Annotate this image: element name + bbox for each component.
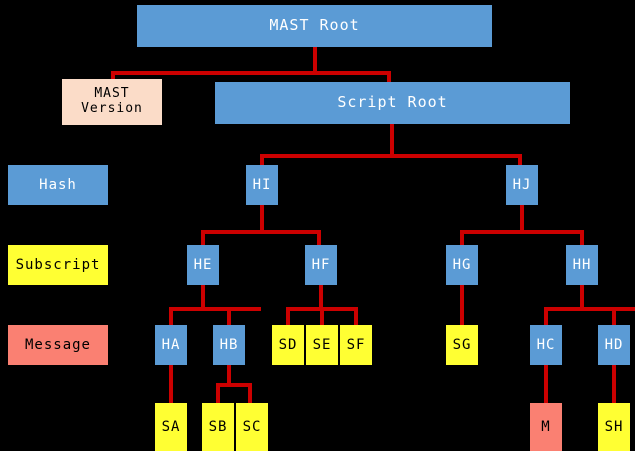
edge-e-hf-sf (354, 307, 358, 327)
edge-e-he-bus (169, 307, 261, 311)
node-label-hf: HF (311, 256, 331, 273)
node-sb[interactable]: SB (202, 403, 234, 451)
node-label-hb: HB (219, 336, 239, 353)
edge-e-hf-sd (286, 307, 290, 327)
node-he[interactable]: HE (187, 245, 219, 285)
edge-e-hb-bus (216, 383, 252, 387)
node-label-sh: SH (604, 418, 624, 435)
node-hc[interactable]: HC (530, 325, 562, 365)
node-hf[interactable]: HF (305, 245, 337, 285)
node-label-hc: HC (536, 336, 556, 353)
node-mast-root[interactable]: MAST Root (137, 5, 492, 47)
node-label-legend-subscript: Subscript (15, 256, 101, 273)
node-sd[interactable]: SD (272, 325, 304, 365)
node-hb[interactable]: HB (213, 325, 245, 365)
edge-e-script-bus (260, 154, 522, 158)
edge-e-hg-sg (460, 285, 464, 327)
node-label-hd: HD (604, 336, 624, 353)
node-label-sf: SF (346, 336, 366, 353)
node-label-se: SE (312, 336, 332, 353)
edge-e-hd-sh (612, 365, 616, 405)
node-m[interactable]: M (530, 403, 562, 451)
node-ha[interactable]: HA (155, 325, 187, 365)
node-legend-subscript[interactable]: Subscript (8, 245, 108, 285)
node-label-he: HE (193, 256, 213, 273)
edge-e-hh-bus (544, 307, 635, 311)
edge-e-hh-hd2 (612, 307, 616, 327)
node-sg[interactable]: SG (446, 325, 478, 365)
edge-e-root-script (387, 71, 391, 85)
edge-e-hh-hc (544, 307, 548, 327)
node-label-hj: HJ (512, 176, 532, 193)
node-legend-hash[interactable]: Hash (8, 165, 108, 205)
node-label-m: M (541, 418, 551, 435)
edge-e-hj-bus (460, 230, 580, 234)
node-label-sd: SD (278, 336, 298, 353)
edge-e-root-stem (313, 47, 317, 75)
edge-e-hc-m (544, 365, 548, 405)
edge-e-hf-stem (319, 285, 323, 311)
edge-e-hf-se (320, 307, 324, 327)
node-label-sb: SB (208, 418, 228, 435)
edge-e-root-bus (111, 71, 391, 75)
edge-e-hi-he (201, 230, 205, 248)
edge-e-hb-sb (216, 383, 220, 405)
edge-e-hj-stem (520, 205, 524, 233)
node-script-root[interactable]: Script Root (215, 82, 570, 124)
edge-e-script-stem (390, 124, 394, 156)
edge-e-root-version (111, 71, 115, 83)
node-hd[interactable]: HD (598, 325, 630, 365)
node-mast-version[interactable]: MAST Version (62, 79, 162, 125)
node-hj[interactable]: HJ (506, 165, 538, 205)
node-sc[interactable]: SC (236, 403, 268, 451)
node-se[interactable]: SE (306, 325, 338, 365)
node-hi[interactable]: HI (246, 165, 278, 205)
edge-e-hj-hg (460, 230, 464, 248)
edge-e-hb-stem (227, 365, 231, 387)
node-sh[interactable]: SH (598, 403, 630, 451)
edge-e-script-hj (518, 154, 522, 168)
edge-e-he-ha (169, 307, 173, 327)
edge-e-hb-sc (248, 383, 252, 405)
node-hh[interactable]: HH (566, 245, 598, 285)
node-label-hg: HG (452, 256, 472, 273)
node-legend-message[interactable]: Message (8, 325, 108, 365)
node-hg[interactable]: HG (446, 245, 478, 285)
node-label-hh: HH (572, 256, 592, 273)
node-label-legend-hash: Hash (39, 176, 77, 193)
edge-e-he-hb (227, 307, 231, 327)
node-label-mast-version: MAST Version (81, 86, 143, 116)
edge-e-he-stem (201, 285, 205, 311)
node-label-ha: HA (161, 336, 181, 353)
node-sf[interactable]: SF (340, 325, 372, 365)
node-label-sc: SC (242, 418, 262, 435)
node-label-script-root: Script Root (337, 93, 448, 112)
edge-e-hi-hf (317, 230, 321, 248)
node-label-sg: SG (452, 336, 472, 353)
node-sa[interactable]: SA (155, 403, 187, 451)
edge-e-hj-hh (580, 230, 584, 248)
edge-e-script-hi (260, 154, 264, 168)
node-label-hi: HI (252, 176, 272, 193)
node-label-mast-root: MAST Root (269, 16, 360, 35)
node-label-legend-message: Message (24, 336, 91, 353)
edge-e-hi-stem (260, 205, 264, 233)
edge-e-ha-sa (169, 365, 173, 405)
node-label-sa: SA (161, 418, 181, 435)
edge-e-hh-stem (580, 285, 584, 311)
edge-e-hi-bus (201, 230, 321, 234)
